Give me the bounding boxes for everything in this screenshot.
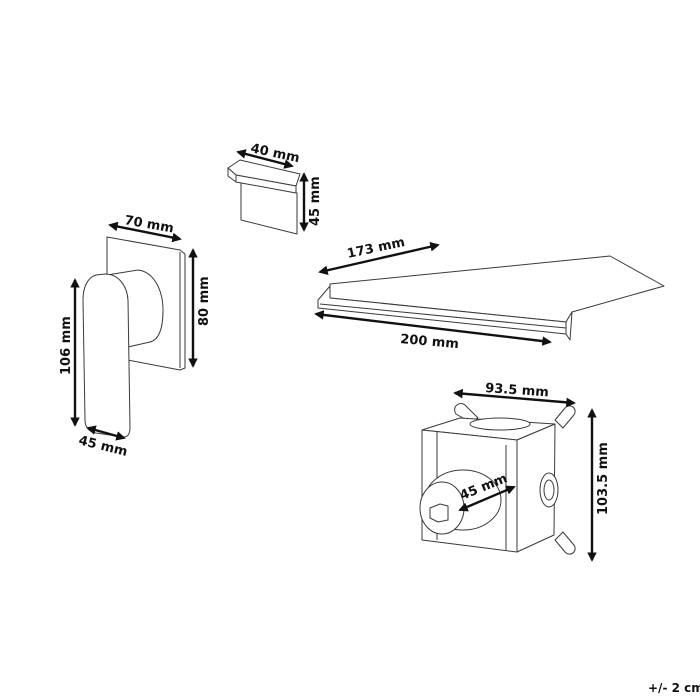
plate-height-label: 80 mm [197, 276, 212, 326]
spout-inner-width-label: 173 mm [346, 235, 407, 262]
valve-diameter-arrow [458, 485, 516, 512]
spout-inner-width-arrow [318, 242, 440, 275]
box-height-label: 103.5 mm [596, 442, 611, 515]
mixing-box-part: 93.5 mm 103.5 mm 45 mm [419, 381, 611, 562]
spout-width-arrow [314, 310, 552, 346]
handle-length-label: 106 mm [59, 316, 74, 375]
handle-part: 70 mm 80 mm 106 mm 45 mm [59, 213, 212, 460]
cap-part: 40 mm 45 mm [227, 141, 323, 235]
spout-part: 173 mm 200 mm [314, 235, 665, 352]
box-width-label: 93.5 mm [485, 381, 550, 400]
plate-width-arrow [108, 221, 182, 243]
cap-height-label: 45 mm [308, 176, 323, 226]
tolerance-note: +/- 2 cm [648, 681, 700, 695]
handle-depth-arrow [86, 425, 126, 441]
cap-width-arrow [236, 149, 294, 169]
spout-width-label: 200 mm [400, 332, 460, 352]
box-width-arrow [453, 388, 576, 408]
